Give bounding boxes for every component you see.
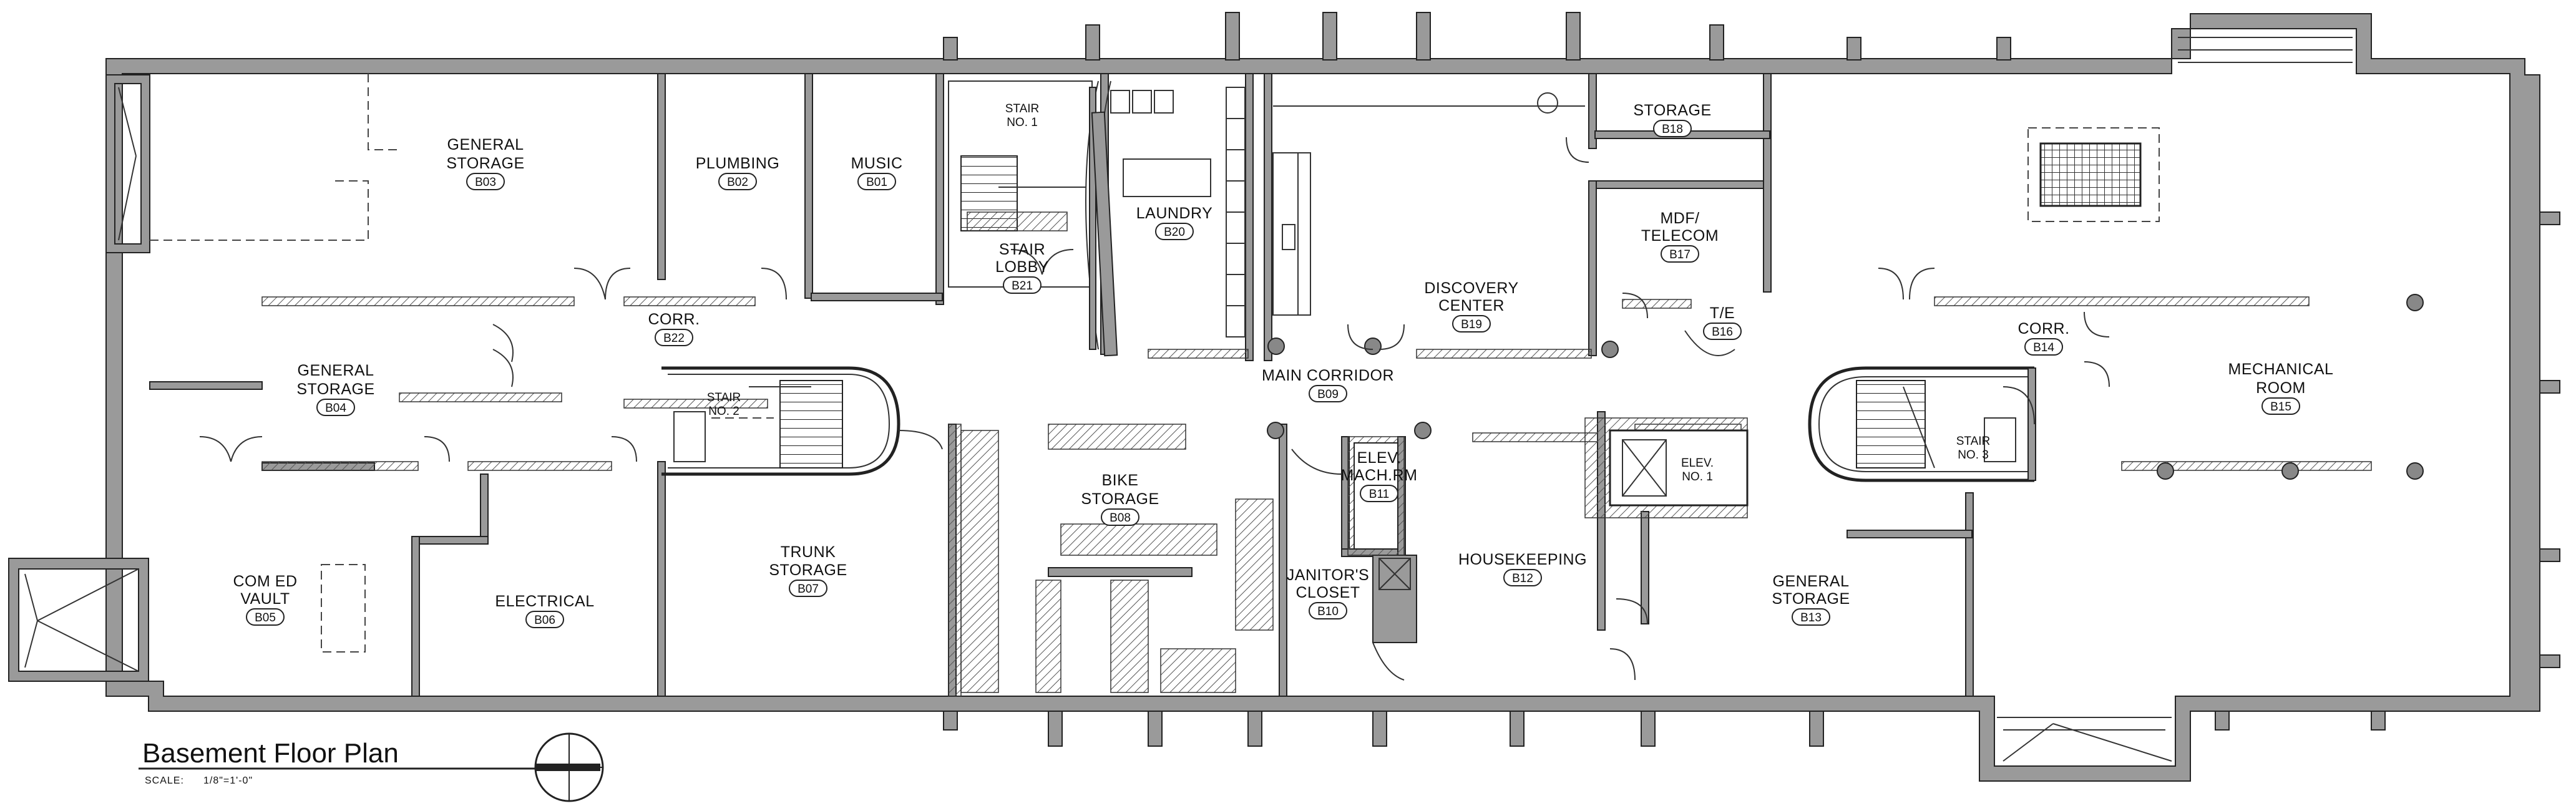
room-b21-name-line2: LOBBY [995, 258, 1049, 276]
room-b20-name: LAUNDRY [1136, 205, 1213, 222]
exterior-pilasters [943, 12, 2560, 747]
room-b08-tag: B08 [1110, 512, 1131, 525]
plan-title: Basement Floor Plan [142, 738, 399, 769]
room-labels: GENERAL STORAGE B03 PLUMBING B02 MUSIC B… [233, 102, 2334, 628]
room-b04-tag: B04 [325, 402, 346, 415]
room-b21-name-line1: STAIR [999, 241, 1045, 258]
room-b15-name-line2: ROOM [2256, 379, 2306, 397]
room-b22-tag: B22 [663, 332, 685, 345]
laundry-fixtures [1110, 87, 1246, 337]
title-block: Basement Floor Plan SCALE: 1/8"=1'-0" [139, 732, 604, 802]
room-b17-tag: B17 [1669, 248, 1690, 261]
room-b16-tag: B16 [1712, 326, 1733, 339]
bike-racks [960, 424, 1274, 693]
room-b13-name-line1: GENERAL [1773, 573, 1850, 590]
stair-no-3 [1808, 366, 2036, 482]
room-b18-tag: B18 [1662, 123, 1683, 136]
structural-columns [1267, 294, 2424, 480]
exterior-walls [8, 13, 2540, 782]
elevator-1-name-line2: NO. 1 [1682, 470, 1713, 483]
stair-1-name-line2: NO. 1 [1007, 116, 1038, 129]
mechanical-equipment [2027, 127, 2160, 222]
room-b01-name: MUSIC [851, 155, 902, 172]
stair-no-2 [661, 366, 900, 476]
room-b15-name-line1: MECHANICAL [2228, 361, 2334, 378]
elevator-no-1 [1347, 417, 1749, 590]
room-b02-name: PLUMBING [696, 155, 780, 172]
room-b05-tag: B05 [255, 611, 276, 624]
room-b06-tag: B06 [534, 614, 555, 627]
room-b10-name-line1: JANITOR'S [1287, 566, 1369, 584]
room-b19-name-line2: CENTER [1438, 297, 1505, 314]
room-b04-name-line2: STORAGE [296, 381, 374, 398]
room-b05-name-line2: VAULT [240, 590, 290, 608]
room-b03-tag: B03 [475, 176, 496, 189]
room-b14-tag: B14 [2033, 341, 2054, 354]
room-b13-name-line2: STORAGE [1772, 590, 1850, 608]
room-b14-name: CORR. [2017, 320, 2069, 337]
room-b17-name-line2: TELECOM [1641, 227, 1719, 245]
room-b07-name-line1: TRUNK [781, 543, 836, 561]
stair-1-name-line1: STAIR [1005, 102, 1040, 115]
room-b16-name: T/E [1710, 304, 1735, 322]
room-b19-tag: B19 [1461, 318, 1482, 331]
discovery-center-millwork [1272, 92, 1585, 316]
room-b08-name-line1: BIKE [1102, 472, 1139, 489]
room-b13-tag: B13 [1800, 611, 1822, 624]
room-b02-tag: B02 [727, 176, 748, 189]
stair-2-name-line2: NO. 2 [708, 405, 739, 418]
room-b10-name-line2: CLOSET [1295, 584, 1360, 601]
room-b22-name: CORR. [648, 311, 700, 328]
stair-2-name-line1: STAIR [707, 391, 741, 404]
room-b12-name: HOUSEKEEPING [1458, 551, 1587, 568]
room-b03-name-line1: GENERAL [447, 136, 524, 153]
stair-no-1 [948, 80, 1118, 357]
stair-3-name-line2: NO. 3 [1958, 449, 1989, 462]
hidden-lines [150, 74, 399, 653]
scale-value: 1/8"=1'-0" [203, 775, 253, 786]
room-b12-tag: B12 [1512, 572, 1533, 585]
room-b03-name-line2: STORAGE [446, 155, 524, 172]
room-b07-tag: B07 [798, 583, 819, 596]
room-b17-name-line1: MDF/ [1660, 210, 1699, 227]
stair-3-name-line1: STAIR [1956, 435, 1991, 448]
room-b09-tag: B09 [1317, 388, 1339, 401]
room-b04-name-line1: GENERAL [298, 362, 374, 379]
room-b21-tag: B21 [1012, 279, 1033, 293]
room-b19-name-line1: DISCOVERY [1424, 279, 1518, 297]
north-arrow-icon [534, 732, 604, 802]
room-b11-tag: B11 [1369, 488, 1389, 501]
room-b20-tag: B20 [1164, 226, 1185, 239]
room-b10-tag: B10 [1317, 605, 1339, 618]
room-b11-name-line1: ELEV. [1357, 449, 1401, 467]
room-b09-name: MAIN CORRIDOR [1262, 367, 1394, 384]
room-b06-name: ELECTRICAL [495, 593, 594, 610]
room-b15-tag: B15 [2270, 401, 2291, 414]
room-b18-name: STORAGE [1633, 102, 1711, 119]
scale-label: SCALE: [145, 775, 184, 786]
room-b07-name-line2: STORAGE [769, 561, 847, 579]
room-b08-name-line2: STORAGE [1081, 490, 1159, 508]
room-b11-name-line2: MACH.RM [1341, 467, 1418, 484]
room-b05-name-line1: COM ED [233, 573, 298, 590]
elevator-1-name-line1: ELEV. [1681, 457, 1714, 470]
room-b01-tag: B01 [866, 176, 887, 189]
door-swings [199, 137, 2110, 681]
